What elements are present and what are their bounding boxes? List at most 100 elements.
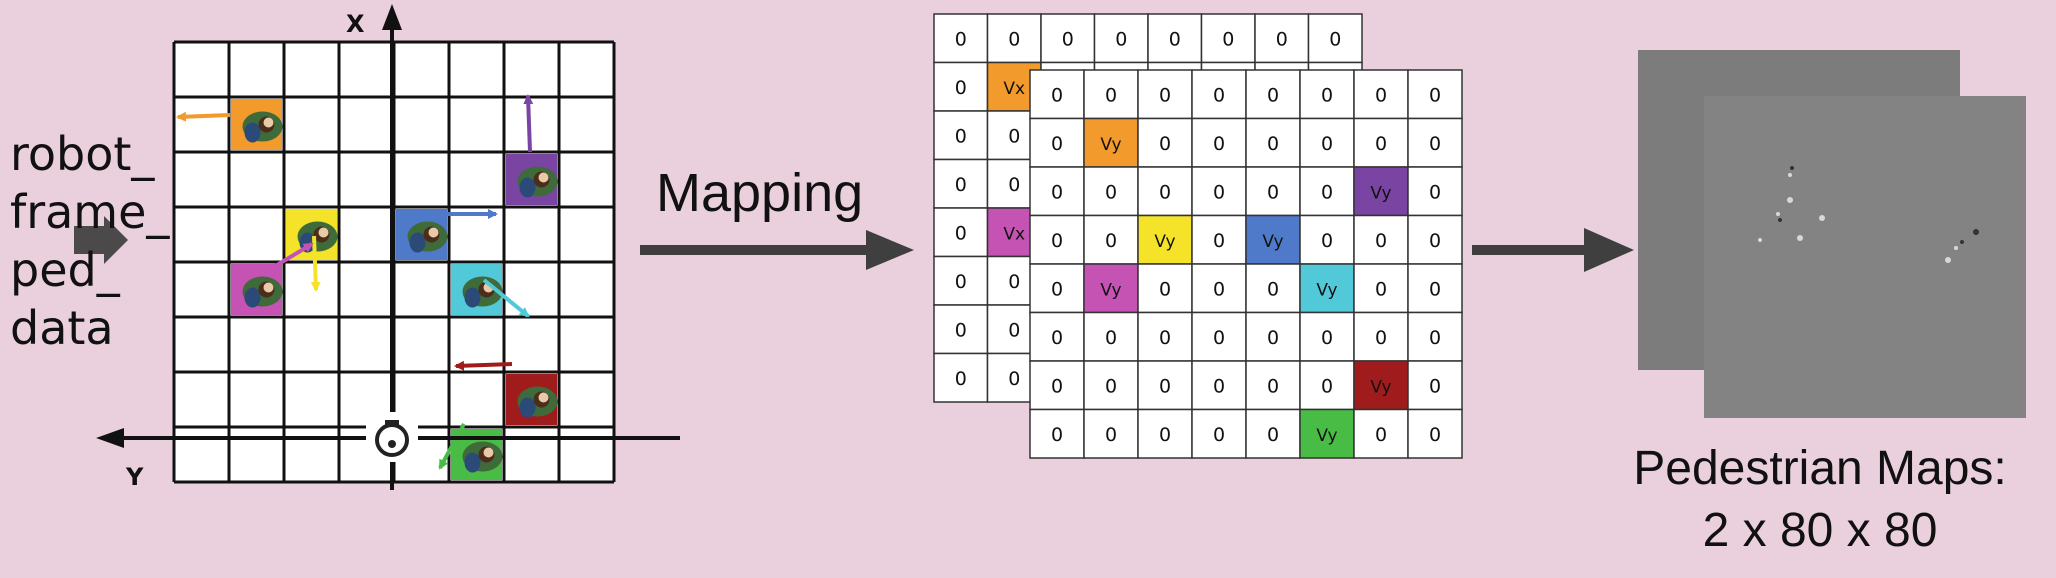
pedestrian-map-front [1704, 96, 2026, 418]
matrix-cell-value: 0 [1321, 230, 1333, 252]
velocity-arrow [523, 94, 534, 153]
matrix-cell [1147, 13, 1203, 64]
matrix-cell-value: 0 [1321, 84, 1333, 106]
matrix-cell [1137, 117, 1193, 168]
matrix-cell-value: 0 [1105, 84, 1117, 106]
matrix-cell-value: 0 [1159, 133, 1171, 155]
matrix-cell [933, 352, 989, 403]
matrix-cell-value: 0 [1222, 28, 1234, 50]
matrix-cell-value: 0 [1105, 327, 1117, 349]
matrix-cell-value: 0 [1375, 327, 1387, 349]
pedestrian-icons [242, 111, 558, 473]
matrix-cell-value: 0 [1169, 28, 1181, 50]
matrix-cell [1083, 360, 1139, 411]
matrix-cell-value: 0 [1008, 28, 1020, 50]
matrix-cell [1083, 117, 1139, 168]
matrix-cell [1407, 117, 1463, 168]
matrix-cell-value: 0 [1375, 424, 1387, 446]
matrix-cell [1407, 166, 1463, 217]
matrix-cell [1191, 69, 1247, 120]
matrix-cell-value: 0 [1321, 133, 1333, 155]
matrix-cell-value: Vy [1370, 183, 1391, 203]
matrix-cell-value: 0 [1051, 327, 1063, 349]
matrix-cell-value: 0 [1375, 133, 1387, 155]
matrix-cell [1137, 214, 1193, 265]
matrix-cell [1245, 311, 1301, 362]
velocity-arrows [176, 94, 534, 470]
matrix-cell-value: 0 [1062, 28, 1074, 50]
input-arrow [74, 216, 128, 264]
matrix-cell [1083, 263, 1139, 314]
x-axis-label: X [346, 10, 365, 38]
matrix-cell [933, 110, 989, 161]
matrix-cell-value: 0 [1051, 133, 1063, 155]
matrix-cell [1029, 69, 1085, 120]
matrix-cell-value: 0 [1429, 424, 1441, 446]
velocity-arrow [176, 111, 231, 122]
matrix-cell-value: 0 [1375, 84, 1387, 106]
matrix-cell [1191, 214, 1247, 265]
matrix-cell [1407, 69, 1463, 120]
velocity-arrow [482, 278, 530, 318]
matrix-cell-value: 0 [1008, 174, 1020, 196]
matrix-cell-value: 0 [1321, 181, 1333, 203]
matrix-cell-value: 0 [1213, 375, 1225, 397]
input-label-line: data [10, 301, 114, 355]
matrix-cell [1093, 13, 1149, 64]
matrix-cell-value: 0 [1267, 181, 1279, 203]
robot-icon [366, 412, 418, 462]
matrix-cell-value: 0 [1267, 327, 1279, 349]
matrix-cell [1083, 408, 1139, 459]
matrix-cell [1353, 69, 1409, 120]
matrix-cell-value: Vy [1154, 232, 1175, 252]
output-label-line: Pedestrian Maps: [1633, 442, 2007, 495]
pedestrian-icon [242, 276, 283, 308]
matrix-cell [1083, 166, 1139, 217]
matrix-cell [1254, 13, 1310, 64]
matrix-cell [1353, 360, 1409, 411]
input-data-label: robot_ frame_ ped_ data [10, 125, 169, 357]
velocity-arrow [310, 235, 321, 292]
matrix-cell-value: 0 [1105, 230, 1117, 252]
pedestrian-icon [517, 386, 558, 418]
matrix-cell-value: 0 [1105, 424, 1117, 446]
matrix-cell [1299, 408, 1355, 459]
velocity-arrow [438, 423, 466, 470]
mapping-arrow [640, 230, 914, 270]
matrix-cell [1299, 360, 1355, 411]
matrix-cell-value: Vy [1100, 135, 1121, 155]
input-label-line: ped_ [10, 243, 120, 297]
matrix-cell-value: 0 [1213, 424, 1225, 446]
matrix-cell [1407, 360, 1463, 411]
matrix-cell-value: 0 [1105, 181, 1117, 203]
matrix-cell-value: 0 [955, 271, 967, 293]
input-label-line: frame_ [10, 185, 170, 239]
matrix-cell-value: 0 [1321, 375, 1333, 397]
matrix-cell-value: Vx [1003, 79, 1025, 99]
matrix-cell-value: 0 [1429, 133, 1441, 155]
matrix-cell [1407, 311, 1463, 362]
matrix-cell-value: Vx [1003, 224, 1025, 244]
matrix-cell-value: 0 [1276, 28, 1288, 50]
matrix-cell-value: 0 [955, 77, 967, 99]
matrix-cell-value: 0 [1159, 327, 1171, 349]
output-arrow [1472, 228, 1634, 272]
matrix-cell-value: 0 [955, 174, 967, 196]
matrix-cell-value: 0 [1213, 133, 1225, 155]
matrix-cell-value: 0 [1213, 84, 1225, 106]
matrix-cell-value: Vy [1316, 426, 1337, 446]
matrix-cell-value: 0 [1051, 230, 1063, 252]
matrix-cell [1029, 117, 1085, 168]
matrix-cell-value: 0 [1429, 327, 1441, 349]
matrix-cell-value: 0 [955, 222, 967, 244]
matrix-cell [1029, 311, 1085, 362]
matrix-cell-value: 0 [955, 368, 967, 390]
velocity-arrow [454, 360, 513, 371]
pedestrian-icon [242, 111, 283, 143]
matrix-cell-value: Vy [1316, 280, 1337, 300]
matrix-cell-value: 0 [1213, 181, 1225, 203]
matrix-cell-value: 0 [1213, 278, 1225, 300]
matrix-cell-value: 0 [1321, 327, 1333, 349]
input-label-line: robot_ [10, 127, 155, 181]
